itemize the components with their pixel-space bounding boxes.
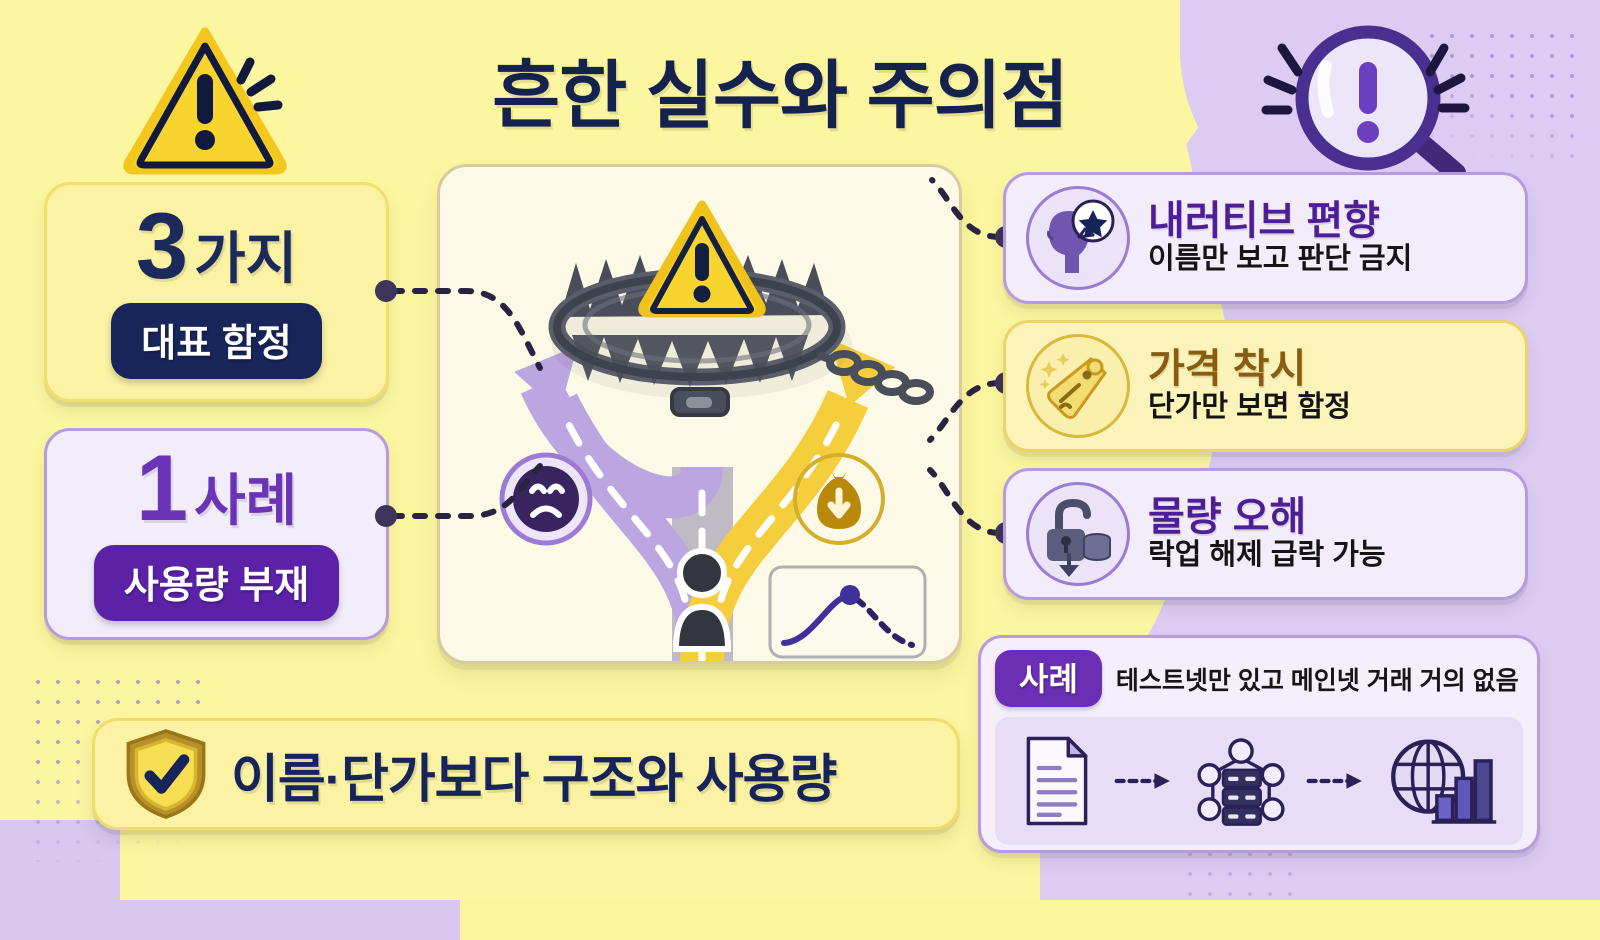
stat-card-case[interactable]: 1 사례 사용량 부재 [44,428,389,640]
network-server-icon [1197,738,1285,826]
case-header: 사례 테스트넷만 있고 메인넷 거래 거의 없음 [995,650,1523,707]
magnifier-exclamation-icon [1258,18,1473,183]
pitfall-text-block: 가격 착시 단가만 보면 함정 [1148,348,1351,424]
warning-triangle-icon [113,22,293,175]
pitfall-card-supply-misunderstanding[interactable]: 물량 오해 락업 해제 급락 가능 [1003,468,1528,600]
pitfall-title: 물량 오해 [1148,495,1307,540]
pitfall-title: 내러티브 편향 [1148,199,1380,244]
summary-banner-text: 이름·단가보다 구조와 사용량 [231,750,837,809]
unlock-coins-icon [1026,482,1130,586]
stat-unit: 가지 [194,227,298,291]
pitfall-text-block: 물량 오해 락업 해제 급락 가능 [1148,496,1386,572]
pitfall-subtitle: 이름만 보고 판단 금지 [1148,243,1413,276]
shield-check-icon [123,727,209,821]
document-icon [1027,736,1088,826]
stat-card-traps[interactable]: 3 가지 대표 함정 [44,182,389,402]
stat-unit: 사례 [194,469,298,533]
center-illustration-panel [437,164,962,664]
pitfall-title: 가격 착시 [1148,347,1307,392]
pitfall-card-narrative-bias[interactable]: 내러티브 편향 이름만 보고 판단 금지 [1003,172,1528,304]
page-title: 흔한 실수와 주의점 [492,54,1069,137]
pitfall-card-price-illusion[interactable]: 가격 착시 단가만 보면 함정 [1003,320,1528,452]
stat-pill-label: 사용량 부재 [93,544,340,621]
pitfall-subtitle: 락업 해제 급락 가능 [1148,539,1386,572]
stat-number: 3 [135,193,189,299]
stat-value-row: 3 가지 [135,193,298,299]
flow-arrow-2-icon [1306,773,1362,789]
case-note-text: 테스트넷만 있고 메인넷 거래 거의 없음 [1115,666,1519,695]
pitfall-subtitle: 단가만 보면 함정 [1148,391,1351,424]
head-thought-star-icon [1026,186,1130,290]
case-pill-label: 사례 [995,650,1102,707]
case-study-box[interactable]: 사례 테스트넷만 있고 메인넷 거래 거의 없음 [978,635,1540,853]
globe-bar-chart-icon [1390,739,1496,824]
pitfall-text-block: 내러티브 편향 이름만 보고 판단 금지 [1148,200,1412,276]
summary-banner[interactable]: 이름·단가보다 구조와 사용량 [92,718,960,830]
flow-arrow-1-icon [1114,773,1171,789]
case-flow-diagram [995,717,1523,845]
stat-number: 1 [135,435,189,541]
stat-pill-label: 대표 함정 [111,302,322,379]
price-tag-icon [1026,334,1130,438]
stat-value-row: 1 사례 [135,435,298,541]
